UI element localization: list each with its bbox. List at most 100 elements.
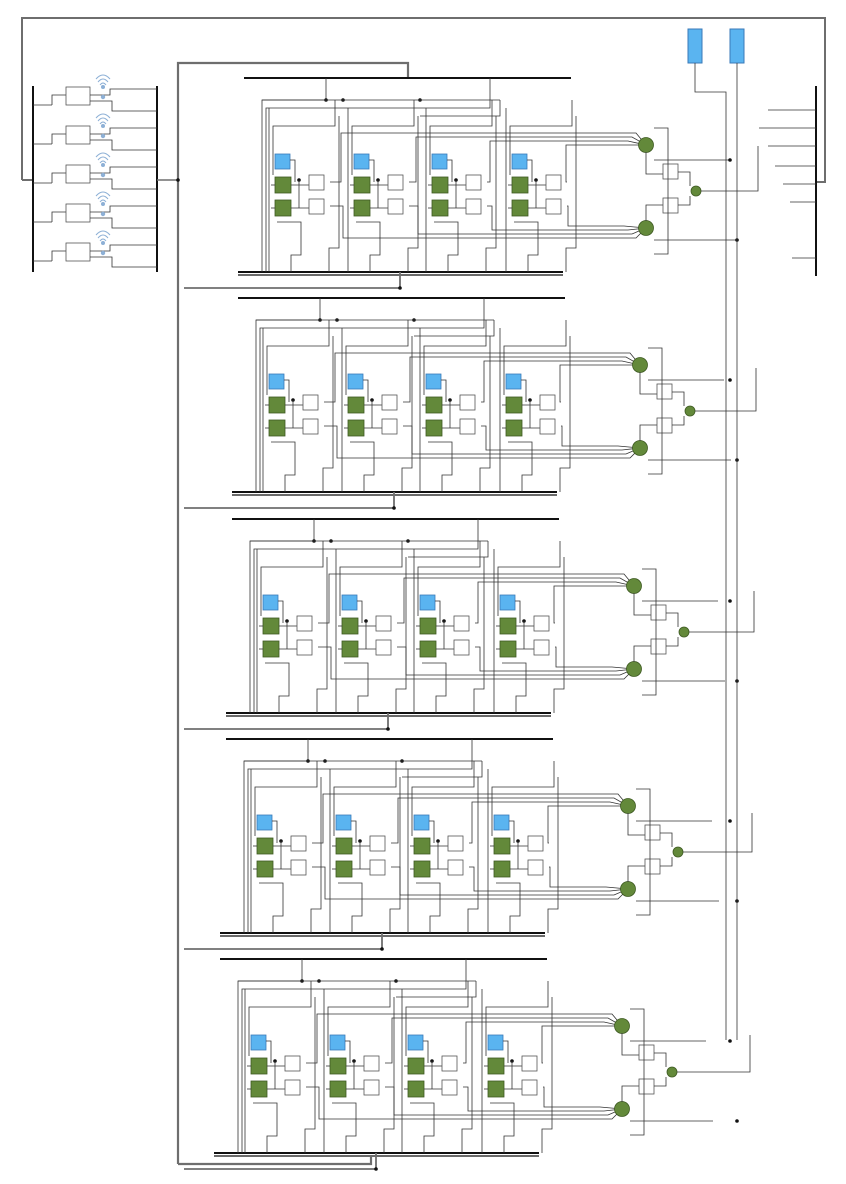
router-link [306,1013,623,1064]
router-link [559,364,640,403]
router-link [672,391,685,406]
device-link [351,820,357,843]
column-feed [503,320,567,395]
router-link [642,568,657,696]
column-feed [434,221,459,272]
router-icon [638,220,654,236]
column-feed [259,882,284,933]
junction-dot [728,158,732,162]
ap-link-right [90,166,157,174]
green-switch-icon [431,176,449,194]
green-switch-icon [505,396,523,414]
rack-layer [184,77,759,1171]
green-switch-icon [413,837,431,855]
distribution-wire [253,519,479,713]
column-feed [338,882,363,933]
router-link [403,425,641,455]
router-icon [678,626,690,638]
distribution-wire [265,78,491,272]
port-box [539,394,556,411]
blue-device-icon [413,814,430,831]
column-feed [411,761,475,836]
port-box [387,174,404,191]
router-link [397,577,635,624]
signal-dot [100,94,106,100]
router-link [463,1021,623,1064]
router-link [645,204,663,221]
router-icon [614,1101,630,1117]
router-link [391,866,629,896]
router-link [409,205,647,235]
wireless-signal-icon [95,191,111,217]
device-link [527,159,533,182]
uplink-wire [695,368,757,412]
green-switch-icon [274,176,292,194]
left-rack-uplink-dot [176,178,180,182]
router-link [330,205,647,239]
access-point-unit [33,113,157,151]
port-box [363,1055,380,1072]
distribution-wire [259,298,485,492]
rack-column [481,981,553,1153]
green-switch-icon [329,1080,347,1098]
rack-column [335,541,407,713]
blue-device-icon [268,373,285,390]
router-link [654,1077,667,1087]
device-link [363,379,369,402]
port-box [369,835,386,852]
distribution-wire [408,541,489,558]
column-feed [265,662,290,713]
ap-link-left [51,250,66,261]
port-box [296,639,313,656]
router-icon [620,881,636,897]
distribution-wire [396,981,477,998]
blue-device-icon [499,594,516,611]
outer-loop-cable [21,17,826,183]
blue-device-icon [407,1034,424,1051]
green-switch-icon [493,837,511,855]
uplink-wire [689,591,755,633]
port-box [290,859,307,876]
device-link [521,379,527,402]
green-switch-icon [425,396,443,414]
port-box [363,1079,380,1096]
uplink-wire [701,146,759,192]
port-box [638,1078,655,1095]
ap-link-right [90,127,157,135]
router-icon [614,1018,630,1034]
router-link [463,1086,623,1112]
green-switch-icon [262,640,280,658]
distribution-wire [414,320,495,337]
rack-column [250,761,322,933]
router-link [549,866,629,890]
rack-column [505,100,577,272]
column-feed [508,441,533,492]
column-feed [502,662,527,713]
distribution-wire [402,761,483,778]
column-feed [254,761,318,836]
router-link [324,425,641,459]
top-device-feed-a [694,63,727,1040]
junction-dot [728,1039,732,1043]
green-switch-icon [256,860,274,878]
signal-dot [101,241,105,245]
device-link [503,1040,509,1063]
green-switch-icon [499,617,517,635]
router-link [385,1086,623,1116]
router-link [627,865,645,882]
port-box [441,1055,458,1072]
uplink-wire [683,813,753,853]
port-box [387,198,404,215]
junction-dot [728,599,732,603]
router-icon [684,405,696,417]
port-box [644,858,661,875]
column-feed [383,997,395,1153]
port-box [465,174,482,191]
blue-device-icon [329,1034,346,1051]
router-link [627,813,645,836]
access-point-unit [33,152,157,190]
router-icon [666,1066,678,1078]
blue-device-icon [419,594,436,611]
device-link [515,600,521,623]
port-box [638,1044,655,1061]
